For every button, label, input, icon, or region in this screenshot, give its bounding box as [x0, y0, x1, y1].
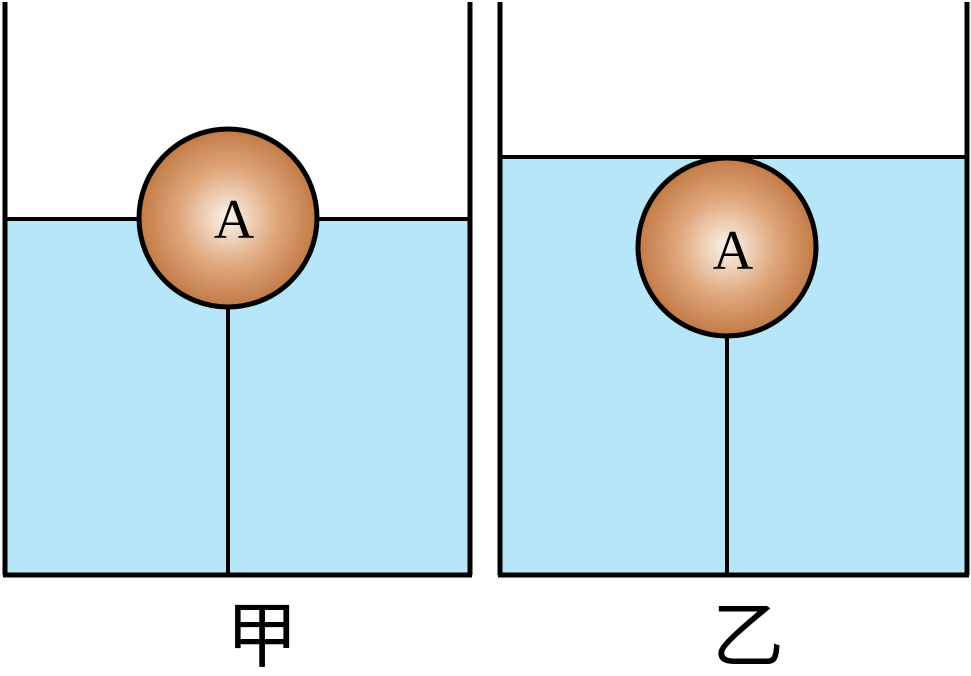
panel-yi: A 乙: [497, 2, 970, 676]
caption-yi: 乙: [712, 594, 784, 676]
ball-jia: [136, 126, 320, 310]
ball-label-jia: A: [214, 189, 255, 251]
caption-jia: 甲: [226, 594, 298, 676]
panel-jia: A 甲: [2, 2, 473, 676]
ball-yi: [635, 155, 819, 339]
ball-label-yi: A: [713, 220, 754, 282]
